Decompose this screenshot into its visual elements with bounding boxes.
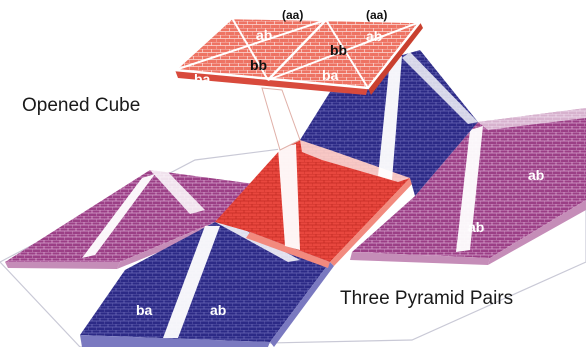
cube-label-ab-left: ab	[256, 27, 272, 43]
cube-label-ab-right: ab	[366, 28, 382, 44]
opened-cube	[172, 16, 423, 151]
upper-right-pyramid-stair	[378, 56, 402, 180]
cube-label-bb-right: bb	[330, 42, 347, 58]
ground-plane-outline	[0, 109, 586, 347]
cube-label-aa-right: (aa)	[366, 8, 387, 22]
pyramid-label-right-lower: ab	[468, 219, 484, 235]
cube-label-ba-left: ba	[194, 71, 211, 87]
cube-top-face	[175, 18, 420, 88]
pyramid-label-bottom-left: ba	[136, 302, 153, 318]
bottom-pyramid-stair	[163, 226, 220, 338]
right-pyramid	[350, 108, 586, 265]
cube-label-bb-left: bb	[250, 57, 267, 73]
caption-opened-cube: Opened Cube	[22, 95, 141, 116]
right-pyramid-stair	[456, 126, 483, 252]
cube-label-aa-left: (aa)	[282, 8, 303, 22]
left-pyramid	[5, 170, 270, 269]
caption-three-pyramid-pairs: Three Pyramid Pairs	[340, 288, 514, 309]
pyramid-label-right-upper: ab	[528, 167, 544, 183]
pyramid-label-bottom-right: ab	[210, 302, 226, 318]
center-pyramid-stair	[278, 144, 300, 250]
cube-label-ba-right: ba	[322, 67, 339, 83]
left-pyramid-stair	[82, 174, 155, 258]
bottom-pyramid	[80, 222, 334, 347]
